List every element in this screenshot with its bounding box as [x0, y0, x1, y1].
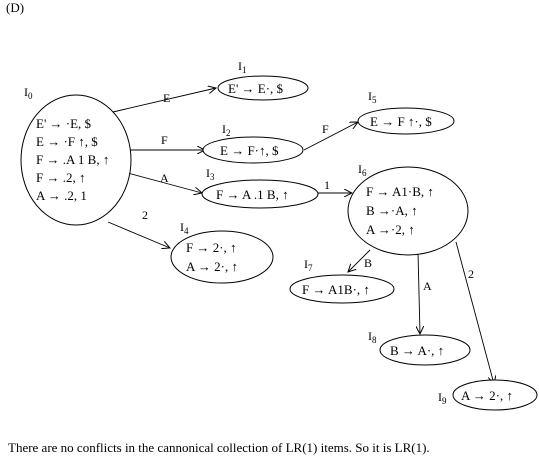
state-I6: I6 F → A1·B, ↑ B →·A, ↑ A →·2, ↑	[347, 162, 469, 256]
state-item: F → A1·B, ↑	[366, 184, 434, 199]
edge-I0-I4	[107, 221, 170, 248]
state-label-I4: I4	[180, 220, 189, 236]
state-shape-I8	[379, 334, 471, 366]
edge-label-I0-I4: 2	[142, 208, 148, 222]
state-label-I0: I0	[24, 85, 33, 101]
state-item: F → A1B·, ↑	[302, 282, 370, 297]
state-shape-I1	[217, 75, 309, 101]
edge-I0-I1	[99, 88, 216, 116]
state-item: B →·A, ↑	[366, 203, 418, 218]
edge-label-I2-I5: F	[322, 122, 329, 136]
state-item: A →·2, ↑	[366, 222, 415, 237]
edge-label-I3-I6: 1	[324, 178, 330, 192]
state-label-I6: I6	[358, 162, 367, 178]
state-shape-I3	[201, 179, 319, 209]
state-label-I7: I7	[304, 257, 313, 273]
state-shape-I4	[170, 230, 274, 284]
figure-tag: (D)	[6, 0, 25, 15]
state-shape-I0	[20, 94, 132, 226]
state-I7: I7 F → A1B·, ↑	[289, 257, 395, 304]
state-I4: I4 F → 2·, ↑ A → 2·, ↑	[170, 220, 274, 284]
state-item: E → F ↑·, $	[370, 114, 432, 129]
edge-label-I6-I8: A	[423, 279, 432, 293]
state-shape-I5	[357, 107, 455, 135]
edge-label-I6-I7: B	[364, 256, 372, 270]
state-I5: I5 E → F ↑·, $	[357, 89, 455, 135]
state-shape-I9	[452, 379, 538, 411]
state-I0: I0 E' → ·E, $ E → ·F ↑, $ F → .A 1 B, ↑ …	[20, 85, 132, 226]
state-shape-I2	[202, 136, 304, 164]
edge-I0-I3	[123, 171, 202, 193]
edge-I6-I9	[455, 241, 494, 384]
state-item: E' → ·E, $	[36, 116, 92, 131]
state-label-I8: I8	[368, 329, 377, 345]
state-shape-I6	[347, 166, 469, 256]
state-item: A → .2, 1	[36, 188, 87, 203]
state-item: A → 2·, ↑	[461, 388, 513, 403]
transition-edges	[99, 88, 494, 384]
state-item: B → A·, ↑	[390, 343, 444, 358]
edge-I2-I5	[303, 122, 358, 151]
edge-label-I0-I1: E	[163, 91, 170, 105]
state-I1: I1 E' → E·, $	[217, 59, 309, 101]
state-I8: I8 B → A·, ↑	[368, 329, 471, 366]
state-item: F → .A 1 B, ↑	[36, 152, 109, 167]
edge-label-I0-I3: A	[160, 171, 169, 185]
state-item: F → 2·, ↑	[186, 240, 237, 255]
conclusion-text: There are no conflicts in the cannonical…	[8, 440, 430, 455]
state-label-I1: I1	[238, 59, 247, 75]
state-item: E' → E·, $	[228, 81, 284, 96]
state-item: F → .2, ↑	[36, 170, 85, 185]
edge-label-I0-I2: F	[161, 133, 168, 147]
transition-labels: E F A 2 F 1 B A 2	[142, 91, 474, 293]
state-label-I5: I5	[368, 89, 377, 105]
state-I3: I3 F → A .1 B, ↑	[201, 166, 319, 209]
state-label-I2: I2	[222, 122, 231, 138]
state-item: F → A .1 B, ↑	[216, 187, 289, 202]
edge-I6-I7	[348, 249, 371, 272]
state-I2: I2 E → F·↑, $	[202, 122, 304, 164]
edge-label-I6-I9: 2	[468, 267, 474, 281]
state-item: A → 2·, ↑	[186, 259, 238, 274]
state-shape-I7	[289, 274, 395, 304]
state-item: E → F·↑, $	[220, 143, 279, 158]
state-item: E → ·F ↑, $	[36, 134, 98, 149]
state-label-I9: I9	[438, 390, 447, 406]
edge-I6-I8	[418, 251, 420, 334]
state-label-I3: I3	[206, 166, 215, 182]
state-I9: I9 A → 2·, ↑	[438, 379, 538, 411]
